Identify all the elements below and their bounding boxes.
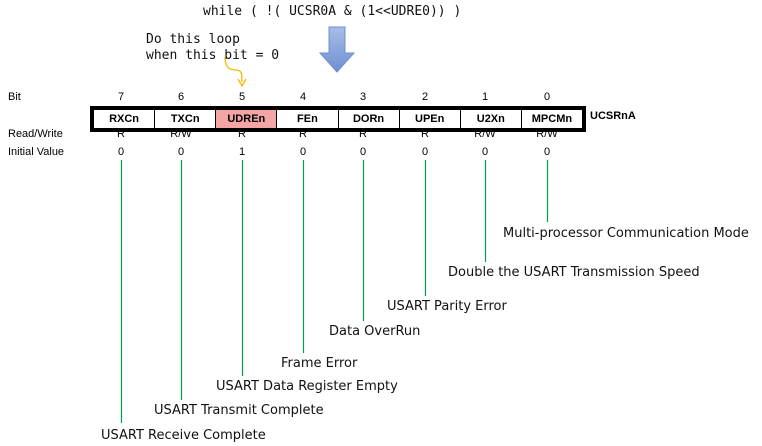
register-name: UCSRnA — [590, 110, 636, 122]
desc-fen: Frame Error — [281, 356, 358, 371]
desc-rxcn: USART Receive Complete — [101, 428, 266, 443]
bit-cell-fen: FEn — [277, 110, 339, 128]
desc-u2xn: Double the USART Transmission Speed — [448, 265, 700, 280]
bit-number: 5 — [238, 91, 246, 103]
bit-cell-mpcmn: MPCMn — [531, 113, 573, 125]
desc-txcn: USART Transmit Complete — [154, 403, 324, 418]
bit-cell-rxcn: RXCn — [94, 110, 156, 128]
desc-mpcmn: Multi-processor Communication Mode — [503, 226, 749, 241]
row-label-read-write: Read/Write — [8, 128, 63, 140]
desc-udren: USART Data Register Empty — [216, 379, 398, 394]
rw-value: R — [421, 128, 429, 140]
bit-number: 1 — [481, 91, 489, 103]
initial-value: 0 — [543, 146, 551, 158]
note-line-2: when this bit = 0 — [146, 48, 280, 63]
bit-cell-u2xn: U2Xn — [461, 110, 522, 128]
row-label-initial-value: Initial Value — [8, 146, 65, 158]
rw-value: R — [238, 128, 246, 140]
initial-value: 0 — [177, 146, 185, 158]
rw-value: R/W — [170, 128, 192, 140]
bit-number: 4 — [299, 91, 307, 103]
code-line: while ( !( UCSR0A & (1<<UDRE0)) ) — [203, 4, 462, 19]
bit-cell-dorn: DORn — [339, 110, 400, 128]
initial-value: 0 — [481, 146, 489, 158]
note-pointer-arrowhead-icon — [237, 78, 247, 88]
bit-cell-txcn: TXCn — [155, 110, 217, 128]
bit-number: 2 — [421, 91, 429, 103]
bit-number: 6 — [177, 91, 185, 103]
note-line-1: Do this loop — [146, 32, 240, 47]
bit-cell-udren: UDREn — [216, 110, 278, 128]
desc-dorn: Data OverRun — [329, 324, 421, 339]
rw-value: R — [117, 128, 125, 140]
rw-value: R/W — [474, 128, 496, 140]
bit-cell-upen: UPEn — [400, 110, 461, 128]
register-box: RXCn TXCn UDREn FEn DORn UPEn U2Xn MPCMn — [90, 106, 586, 132]
initial-value: 0 — [299, 146, 307, 158]
row-label-bit: Bit — [8, 91, 21, 103]
rw-value: R/W — [536, 128, 558, 140]
bit-number: 3 — [359, 91, 367, 103]
initial-value: 0 — [117, 146, 125, 158]
down-arrow-icon — [318, 26, 356, 73]
note-pointer-arrow-icon — [224, 56, 243, 83]
desc-upen: USART Parity Error — [387, 299, 507, 314]
bit-number: 0 — [543, 91, 551, 103]
rw-value: R — [299, 128, 307, 140]
initial-value: 0 — [359, 146, 367, 158]
initial-value: 0 — [421, 146, 429, 158]
rw-value: R — [359, 128, 367, 140]
bit-number: 7 — [117, 91, 125, 103]
initial-value: 1 — [238, 146, 246, 158]
